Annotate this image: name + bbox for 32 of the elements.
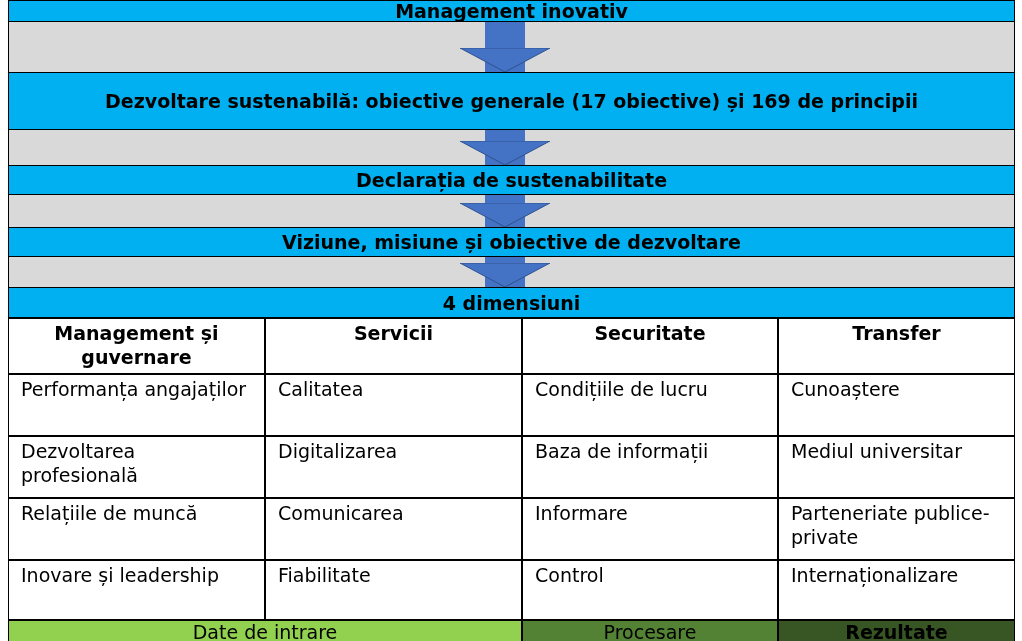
stage-bar: Rezultate [778,620,1015,641]
table-cell: Mediul universitar [778,436,1015,498]
table-cell: Cunoaștere [778,374,1015,436]
table-cell: Control [522,560,778,620]
table-cell: Condițiile de lucru [522,374,778,436]
title-band: Management inovativ [8,0,1015,22]
header-cell: Transfer [778,318,1015,374]
table-cell: Baza de informații [522,436,778,498]
table-cell: Informare [522,498,778,560]
stage-bar: Procesare [522,620,778,641]
table-cell: Performanța angajaților [8,374,265,436]
block-arrow [459,257,551,288]
title-band: Viziune, misiune și obiective de dezvoltare [8,227,1015,257]
table-cell: Fiabilitate [265,560,522,620]
header-cell: Securitate [522,318,778,374]
block-arrow [459,195,551,228]
block-arrow [459,130,551,166]
stage-bar: Date de intrare [8,620,522,641]
table-cell: Comunicarea [265,498,522,560]
title-band: 4 dimensiuni [8,287,1015,318]
title-band: Dezvoltare sustenabilă: obiective generale (17 obiective) și 169 de principii [8,72,1015,130]
header-cell: Management și guvernare [8,318,265,374]
table-cell: Dezvoltarea profesională [8,436,265,498]
table-cell: Relațiile de muncă [8,498,265,560]
block-arrow [459,22,551,73]
table-cell: Calitatea [265,374,522,436]
table-cell: Digitalizarea [265,436,522,498]
table-cell: Internaționalizare [778,560,1015,620]
header-cell: Servicii [265,318,522,374]
table-cell: Inovare și leadership [8,560,265,620]
table-cell: Parteneriate publice-private [778,498,1015,560]
title-band: Declarația de sustenabilitate [8,165,1015,195]
